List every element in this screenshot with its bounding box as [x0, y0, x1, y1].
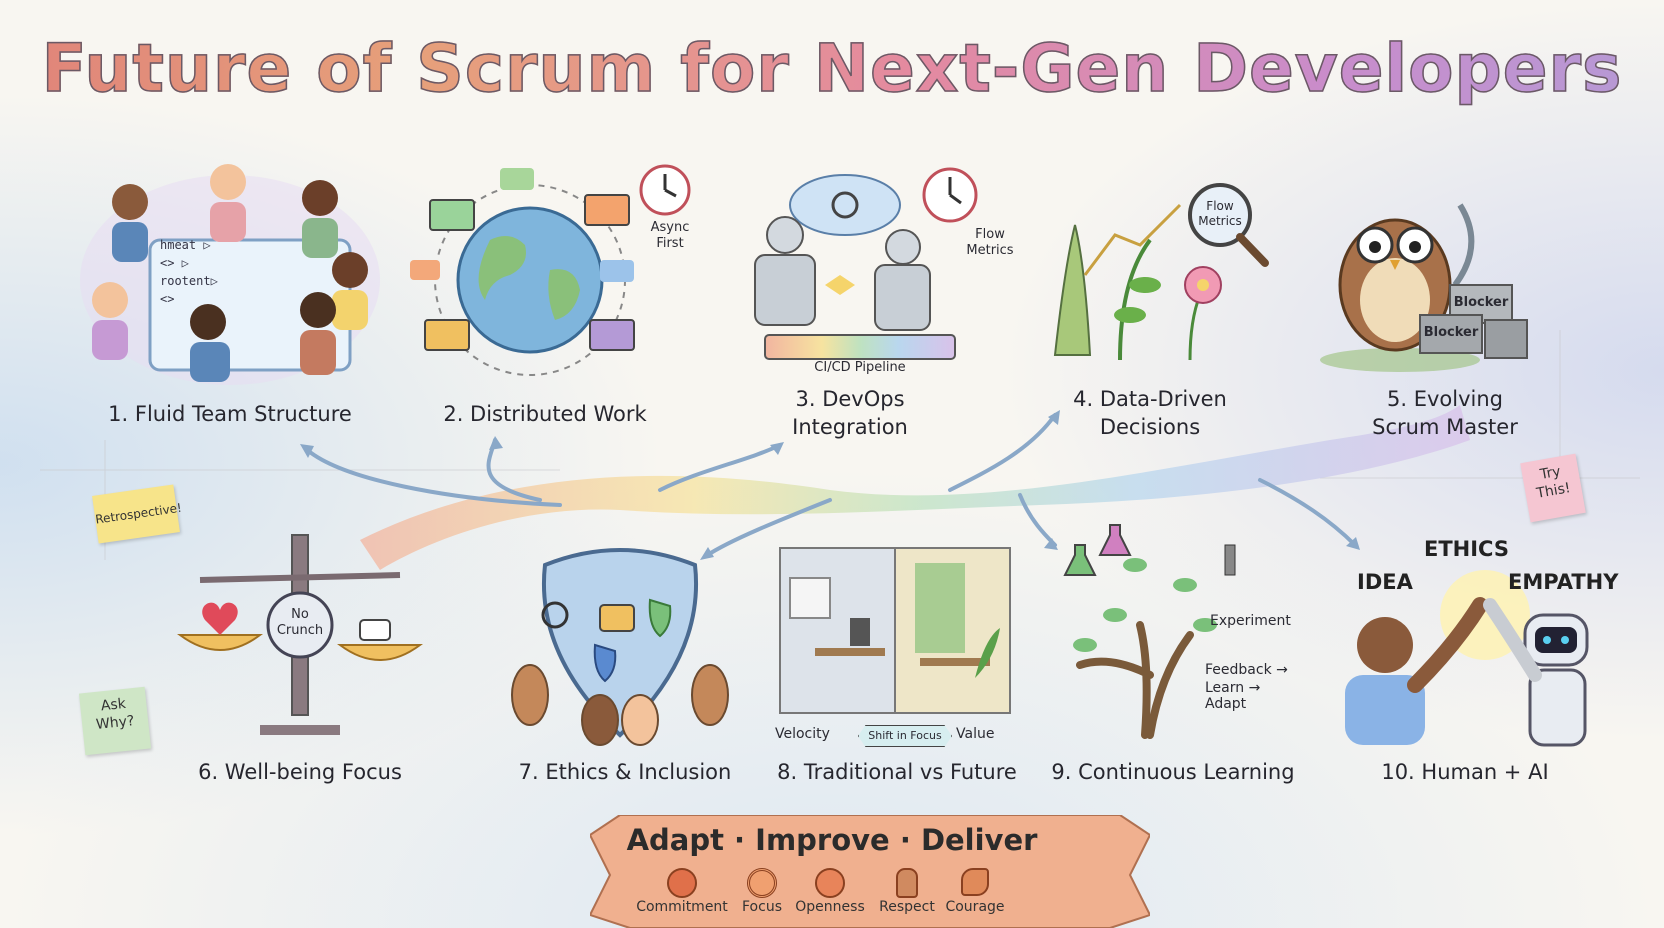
shield-illustration [511, 548, 729, 746]
panel-1-caption: 1. Fluid Team Structure [108, 402, 352, 426]
velocity-label: Velocity [775, 726, 830, 742]
panel-10-caption: 10. Human + AI [1381, 760, 1549, 784]
high-five-illustration [1345, 570, 1589, 747]
screen-line: hmeat ▷ [160, 238, 211, 252]
panel-distributed-work: Async First [410, 160, 700, 390]
office-comparison-illustration [779, 547, 1011, 714]
panel-7-caption: 7. Ethics & Inclusion [518, 760, 732, 784]
panel-ethics [500, 545, 740, 746]
value-label-commitment: Commitment [636, 899, 728, 915]
panel-9-caption: 9. Continuous Learning [1051, 760, 1295, 784]
value-item-focus [707, 868, 817, 898]
panel-human-ai [1335, 570, 1615, 750]
page-title: Future of Scrum for Next-Gen Developers [0, 29, 1664, 108]
value-label: Value [956, 726, 995, 742]
panel-5-caption: 5. Evolving Scrum Master [1330, 385, 1560, 441]
value-item-commitment [627, 868, 737, 898]
screen-line: <> [160, 292, 175, 306]
target-icon [747, 868, 777, 898]
idea-word: IDEA [1357, 570, 1413, 594]
panel-fluid-team: hmeat ▷ <> ▷ rootent▷ <> [70, 160, 390, 390]
panel-2-caption: 2. Distributed Work [443, 402, 647, 426]
panel-data-driven: Flow Metrics [1040, 175, 1280, 375]
globe-illustration [410, 164, 691, 376]
async-first-label: Async First [650, 220, 690, 251]
shift-in-focus-arrow: Shift in Focus [858, 725, 952, 747]
value-label-focus: Focus [742, 899, 782, 915]
panel-5-caption-line1: 5. Evolving [1387, 387, 1503, 411]
screen-line: <> ▷ [160, 256, 189, 270]
panel-devops: CI/CD Pipeline Flow Metrics [735, 165, 1025, 380]
banner-motto: Adapt · Improve · Deliver [626, 823, 1038, 857]
owl-illustration [1320, 203, 1528, 372]
value-label-respect: Respect [879, 899, 935, 915]
panel-traditional-vs-future: Velocity Shift in Focus Value [775, 547, 1011, 748]
magnifier-label: Flow Metrics [1198, 199, 1242, 228]
panel-6-caption: 6. Well-being Focus [198, 760, 402, 784]
value-label-openness: Openness [795, 899, 865, 915]
value-item-courage [920, 868, 1030, 896]
panel-5-caption-line2: Scrum Master [1372, 415, 1518, 439]
panel-scrum-master: Blocker Blocker [1320, 175, 1560, 375]
flow-metrics-clock-label: Flow Metrics [966, 227, 1014, 258]
values-banner [590, 815, 1150, 928]
panel-continuous-learning: Experiment Feedback → Learn → Adapt [1055, 524, 1305, 740]
screen-line: rootent▷ [160, 274, 218, 288]
panel-4-caption: 4. Data-Driven Decisions [1030, 385, 1270, 441]
panel-4-caption-line1: 4. Data-Driven [1073, 387, 1227, 411]
panel-wellbeing: No Crunch [170, 525, 430, 740]
value-item-openness [775, 868, 885, 898]
person-icon [896, 868, 918, 898]
ethics-word: ETHICS [1424, 537, 1509, 561]
sticky-note-try-this: Try This! [1520, 453, 1586, 523]
panel-3-caption: 3. DevOps Integration [740, 385, 960, 441]
no-crunch-badge: No Crunch [276, 607, 324, 638]
panel-8-caption: 8. Traditional vs Future [777, 760, 1017, 784]
panel-3-caption-line2: Integration [792, 415, 908, 439]
open-heart-icon [815, 868, 845, 898]
pipeline-label: CI/CD Pipeline [814, 360, 906, 375]
sticky-note-ask-why: Ask Why? [78, 686, 152, 756]
feedback-loop-line2: Learn → Adapt [1205, 680, 1261, 712]
blocker-label: Blocker [1423, 325, 1479, 340]
learning-tree-illustration [1063, 524, 1236, 739]
value-label-courage: Courage [945, 899, 1005, 915]
feedback-loop-line1: Feedback → [1205, 662, 1288, 678]
devops-illustration [754, 167, 978, 360]
panel-3-caption-line1: 3. DevOps [795, 387, 905, 411]
experiment-label: Experiment [1210, 613, 1291, 629]
panel-4-caption-line2: Decisions [1099, 415, 1201, 439]
growth-illustration [1053, 183, 1269, 361]
flexed-arm-icon [961, 868, 989, 896]
team-illustration [80, 164, 380, 385]
value-item-respect [852, 868, 962, 898]
heart-icon [667, 868, 697, 898]
balance-scale-illustration [176, 534, 424, 735]
empathy-word: EMPATHY [1508, 570, 1619, 594]
blocker-label: Blocker [1453, 295, 1509, 310]
